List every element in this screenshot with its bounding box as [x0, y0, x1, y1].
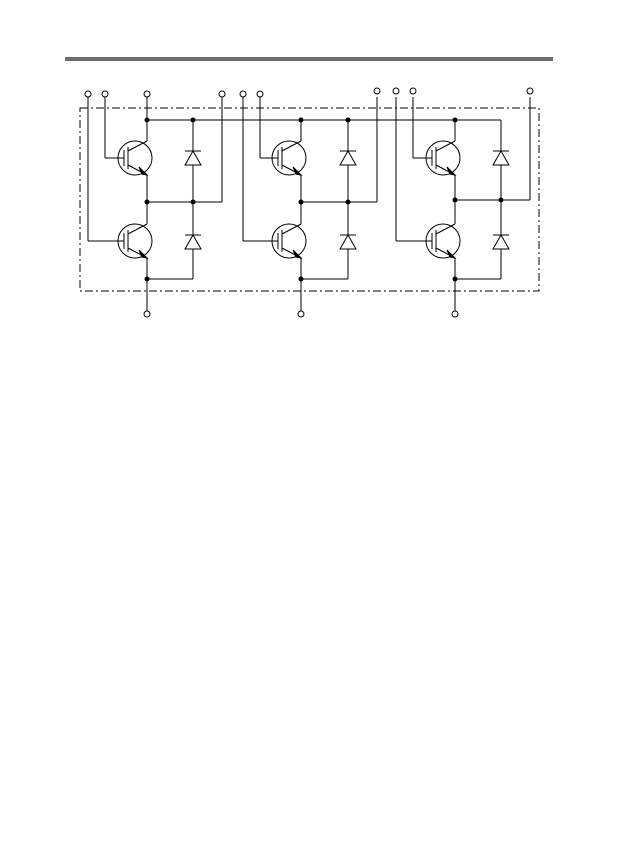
junction-dots [144, 117, 504, 282]
terminals [84, 87, 534, 318]
lower-diode [492, 200, 510, 279]
lower-diode [339, 202, 357, 279]
lower-igbt [396, 223, 461, 259]
header-rule [65, 57, 553, 61]
lower-igbt [243, 223, 307, 259]
module-boundary [79, 107, 540, 292]
upper-diode [184, 120, 202, 202]
leg-3 [395, 97, 531, 311]
leg-2-wiring [242, 97, 378, 311]
upper-igbt [105, 140, 153, 176]
lower-diode [184, 202, 202, 279]
upper-igbt [413, 140, 461, 176]
upper-diode [492, 120, 510, 200]
lower-igbt [88, 223, 153, 259]
upper-diode [339, 120, 357, 202]
upper-igbt [260, 140, 307, 176]
leg-2 [242, 97, 378, 311]
leg-1-wiring [87, 97, 223, 311]
leg-1 [87, 97, 223, 311]
leg-3-wiring [395, 97, 531, 311]
